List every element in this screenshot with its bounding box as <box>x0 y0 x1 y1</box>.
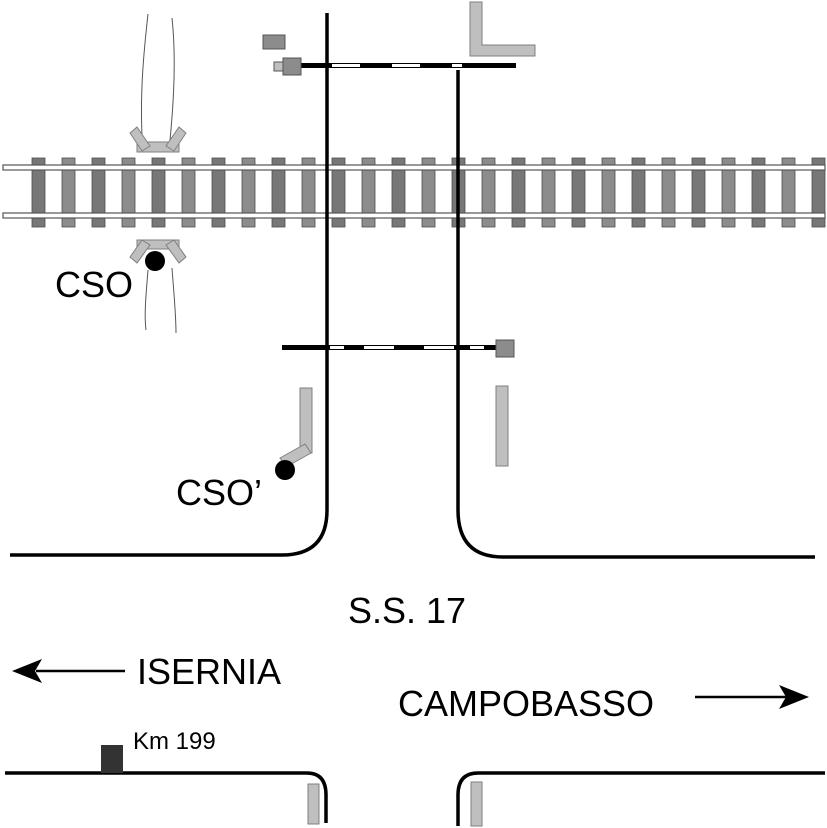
main-road-right-post <box>470 781 483 827</box>
railway-sleeper <box>361 157 376 228</box>
isernia-label: ISERNIA <box>137 651 282 692</box>
stream <box>140 13 177 334</box>
arrow-right-icon <box>695 685 809 709</box>
railway-sleeper <box>211 157 226 228</box>
culvert-headwall-south <box>129 239 187 264</box>
barrier-stripe <box>424 346 454 349</box>
railway-sleeper <box>511 157 526 228</box>
barrier-south <box>279 339 515 468</box>
barrier-stripe <box>470 346 484 349</box>
barrier-south-motor <box>495 339 515 358</box>
railway-sleeper <box>751 157 766 228</box>
railway-sleeper <box>541 157 556 228</box>
road-edge-left <box>10 13 329 557</box>
railway-sleeper <box>631 157 646 228</box>
railway-sleeper <box>661 157 676 228</box>
road-edge-right <box>456 70 815 559</box>
barrier-north-box <box>262 34 286 50</box>
campobasso-label: CAMPOBASSO <box>398 683 655 724</box>
barrier-stripe <box>452 64 462 67</box>
rail-north <box>2 164 826 171</box>
main-road <box>5 771 825 826</box>
railway-sleeper <box>31 157 46 228</box>
railway-sleeper <box>271 157 286 228</box>
railway-sleeper <box>331 157 346 228</box>
barrier-south-side-panel <box>495 385 509 467</box>
barrier-stripe <box>392 64 420 67</box>
barrier-stripe <box>332 64 360 67</box>
railway-sleeper <box>571 157 586 228</box>
railway-sleeper <box>61 157 76 228</box>
culvert-headwall-north <box>129 126 187 153</box>
railway-sleeper <box>811 157 826 228</box>
cso-prime-label: CSO’ <box>176 472 263 513</box>
railway-sleeper <box>241 157 256 228</box>
cso-point <box>145 251 165 271</box>
railway-sleeper <box>601 157 616 228</box>
barrier-stripe <box>330 346 344 349</box>
main-road-left-post <box>307 783 320 825</box>
main-road-edge-right <box>456 771 825 826</box>
main-road-edge-left <box>5 771 328 823</box>
barrier-north <box>262 1 536 76</box>
rail-south <box>2 212 826 219</box>
railway-sleeper <box>181 157 196 228</box>
cso-label: CSO <box>55 264 134 305</box>
km-marker-label: Km 199 <box>133 728 216 755</box>
railway-sleeper <box>91 157 106 228</box>
railway-sleeper <box>121 157 136 228</box>
railway-rails <box>2 164 826 219</box>
railway-sleeper <box>301 157 316 228</box>
barrier-stripe <box>364 346 394 349</box>
railway-sleeper <box>151 157 166 228</box>
barrier-south-left-post <box>299 387 313 454</box>
access-road <box>10 13 815 559</box>
barrier-north-side-panel <box>469 1 536 57</box>
railway-sleeper <box>481 157 496 228</box>
road-name-label: S.S. 17 <box>348 590 467 631</box>
cso-prime-point <box>275 460 295 480</box>
railway-sleeper <box>721 157 736 228</box>
arrow-left-icon <box>12 659 125 683</box>
barrier-north-motor <box>282 57 302 76</box>
railway-sleeper <box>691 157 706 228</box>
railway-sleepers <box>31 157 826 228</box>
railway-sleeper <box>421 157 436 228</box>
railway-sleeper <box>781 157 796 228</box>
railway-sleeper <box>391 157 406 228</box>
km-marker-post <box>101 745 123 773</box>
